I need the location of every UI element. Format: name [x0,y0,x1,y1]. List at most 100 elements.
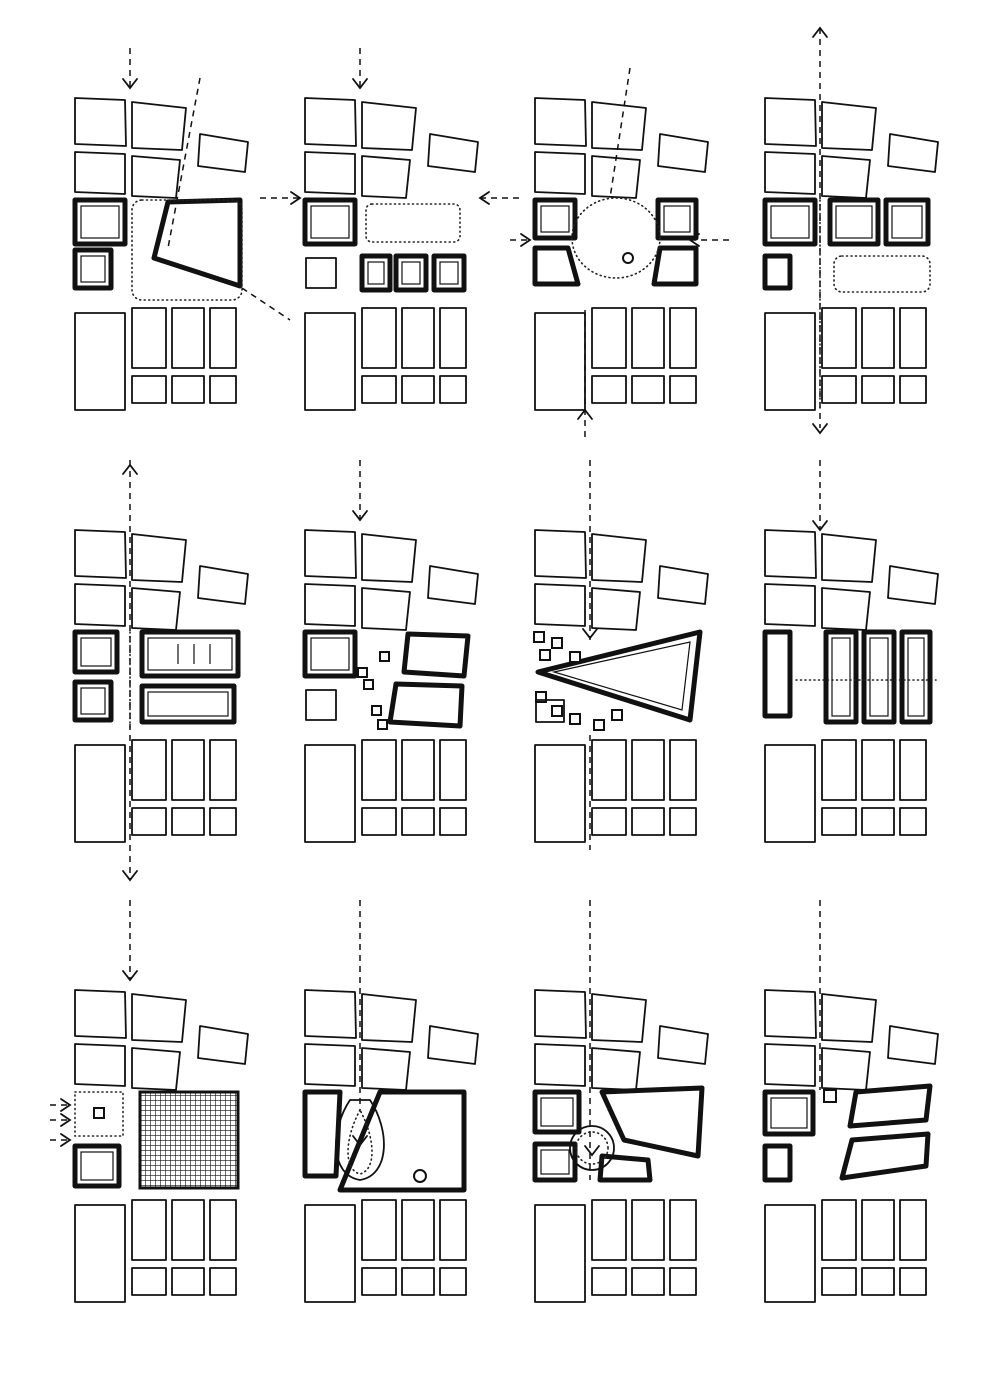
city-block [669,1199,697,1261]
city-block [74,151,126,195]
city-block [821,1199,857,1261]
city-block [439,807,467,836]
city-block [209,307,237,369]
city-block [361,375,397,404]
site-plan-group [510,67,730,438]
pavilion [569,713,581,725]
city-block [304,583,356,627]
building-block [847,1083,933,1129]
arrow-down-icon [122,78,138,90]
arrow-right-icon [520,233,532,247]
city-block [401,739,435,801]
city-block [131,1199,167,1261]
city-block [887,565,939,605]
arrow-up-icon [122,463,138,475]
city-block [764,312,816,411]
city-block [304,97,357,147]
sketch-panel-hatched-square-park [50,900,310,1380]
city-block [534,529,587,579]
sketch-panel-round-court-split-blocks [530,900,770,1380]
city-block [861,375,895,404]
courtyard [80,255,106,283]
site-plan-sketch [762,460,939,843]
site-plan-group [72,460,249,882]
open-space-edge [365,203,461,243]
city-block [197,565,249,605]
city-block [899,375,927,404]
city-block [534,583,586,627]
city-block [821,739,857,801]
hatched-park [138,1090,240,1190]
city-block [821,1047,871,1091]
courtyard [310,205,350,239]
arrow-left-icon [478,191,490,205]
pavilion [357,667,368,678]
city-block [171,307,205,369]
city-block [171,375,205,404]
sketch-panel-sheared-blocks [760,900,1000,1380]
arrow-down-icon [122,870,138,882]
triangular-building [535,629,703,723]
city-block [631,1267,665,1296]
city-block [657,565,709,605]
city-block [631,807,665,836]
city-block [131,993,187,1043]
courtyard [367,261,385,285]
circulation-path [609,67,631,199]
city-block [861,307,895,369]
city-block [171,1199,205,1261]
city-block [361,739,397,801]
city-block [361,807,397,836]
building-block [401,631,471,679]
city-block [591,1047,641,1091]
arrow-down-icon [352,78,368,90]
sketch-panel-skewed-square-plaza [70,48,310,488]
pavilion [551,637,563,649]
city-block [304,312,356,411]
building-block [762,197,818,247]
site-plan-sketch [302,460,479,843]
slab-building [139,629,241,679]
city-block [764,151,816,195]
city-block [209,739,237,801]
city-block [591,155,641,199]
pavilion [823,1089,837,1103]
building-block [762,1089,816,1137]
city-block [427,565,479,605]
sketch-panel-oval-plaza [510,67,770,488]
city-block [131,1267,167,1296]
arrow-right-icon [60,1133,72,1147]
courtyard [147,637,233,671]
city-block [439,1267,467,1296]
city-block [899,1199,927,1261]
city-block [821,375,857,404]
city-block [361,993,417,1043]
open-space-edge [833,255,931,293]
building-block [762,253,793,291]
city-block [209,375,237,404]
city-block [131,101,187,151]
city-block [209,1199,237,1261]
open-space-edge [131,199,243,301]
site-plan-group [532,900,709,1303]
city-block [821,155,871,199]
open-space-edge [571,197,661,279]
courtyard [80,687,106,715]
city-block [899,807,927,836]
building-block [655,197,699,241]
city-block [361,101,417,151]
city-block [591,101,647,151]
city-block [361,307,397,369]
city-block [821,533,877,583]
city-block [361,533,417,583]
city-block [899,1267,927,1296]
city-block [401,807,435,836]
city-block [591,993,647,1043]
sketch-panel-linear-green-strip [260,48,540,488]
city-block [861,1267,895,1296]
site-plan-group [50,900,249,1303]
site-plan-sketch [50,900,249,1303]
bar-building [899,629,933,725]
city-block [131,587,181,631]
